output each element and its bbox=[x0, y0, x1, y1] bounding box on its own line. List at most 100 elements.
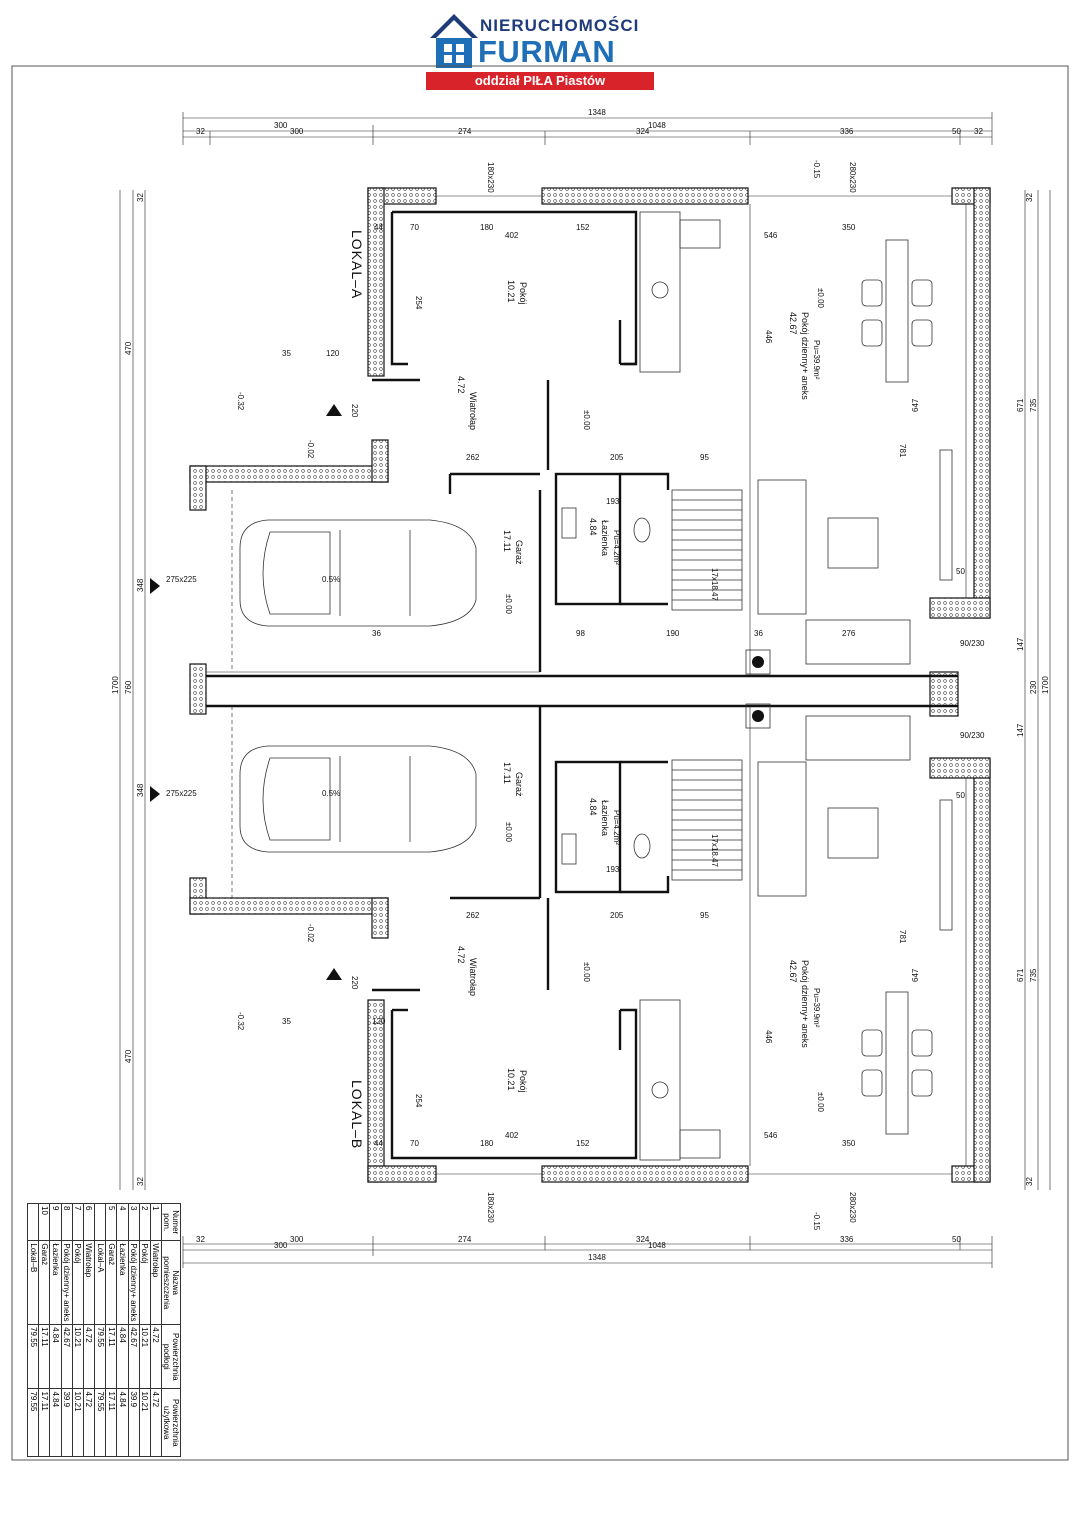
table-cell: 17.11 bbox=[105, 1324, 117, 1389]
room-name: Pokój dzienny+ aneks bbox=[800, 960, 810, 1048]
table-cell: 7 bbox=[72, 1203, 84, 1241]
dim-label: 50 bbox=[956, 567, 965, 576]
table-cell: 4.72 bbox=[150, 1388, 162, 1457]
table-cell: 4.72 bbox=[150, 1324, 162, 1389]
dim-side: 32 bbox=[136, 193, 145, 202]
dim-seg: 324 bbox=[636, 1235, 650, 1244]
dining-table-bottom bbox=[861, 991, 933, 1135]
logo-branch-banner: oddział PIŁA Piastów bbox=[426, 72, 654, 90]
table-cell: 17.11 bbox=[105, 1388, 117, 1457]
interior-dimensions: 402 180 152 546 350 70 44 120 35 36 120 … bbox=[166, 162, 985, 1223]
dim-seg: 336 bbox=[840, 1235, 854, 1244]
room-area: 4.84 bbox=[588, 518, 598, 536]
dim-seg: 274 bbox=[458, 127, 472, 136]
dim-label: 350 bbox=[842, 223, 856, 232]
room-area: 42.67 bbox=[788, 960, 798, 983]
table-cell: 79.55 bbox=[94, 1388, 106, 1457]
dim-side: 470 bbox=[124, 341, 133, 355]
table-cell: Pokój bbox=[139, 1240, 151, 1325]
header-name: Nazwa pomieszczenia bbox=[161, 1240, 181, 1325]
dim-total-side-right: 1700 bbox=[1041, 676, 1050, 694]
dim-seg: 274 bbox=[458, 1235, 472, 1244]
table-cell: Garaż bbox=[38, 1240, 50, 1325]
opening-label: 280x230 bbox=[848, 162, 857, 193]
table-cell: Wiatrołap bbox=[150, 1240, 162, 1325]
table-cell: 42.67 bbox=[128, 1324, 140, 1389]
room-schedule-table: Numer pom. Nazwa pomieszczenia Powierzch… bbox=[27, 1203, 181, 1457]
table-cell: 1 bbox=[150, 1203, 162, 1241]
room-usable: Pu=39.9m² bbox=[812, 988, 821, 1028]
level-label: ±0.00 bbox=[504, 594, 513, 615]
dim-right: 671 bbox=[1016, 398, 1025, 412]
room-area: 17.11 bbox=[502, 530, 512, 552]
dim-label: 350 bbox=[842, 1139, 856, 1148]
dim-seg: 324 bbox=[636, 127, 650, 136]
entrance-arrow-icon bbox=[326, 968, 342, 980]
opening-label: 180x230 bbox=[486, 162, 495, 193]
dim-label: 276 bbox=[842, 629, 856, 638]
room-schedule-table-wrap: Numer pom. Nazwa pomieszczenia Powierzch… bbox=[27, 1203, 181, 1457]
dim-label: 781 bbox=[898, 444, 907, 458]
dim-label: 402 bbox=[505, 231, 519, 240]
dim-right: 32 bbox=[1025, 1177, 1034, 1186]
opening-label: 275x225 bbox=[166, 575, 197, 584]
dim-label: 36 bbox=[372, 629, 381, 638]
table-cell: 6 bbox=[83, 1203, 95, 1241]
interior-walls bbox=[206, 195, 967, 1175]
table-cell: 4.84 bbox=[49, 1388, 62, 1457]
table-cell: Lokal–B bbox=[27, 1240, 39, 1325]
room-name: Garaż bbox=[514, 540, 524, 565]
table-cell: 10.21 bbox=[72, 1388, 84, 1457]
dim-label: 647 bbox=[911, 968, 920, 982]
right-dimension-lines: 1700 735 735 230 671 671 147 147 32 32 bbox=[1016, 190, 1051, 1190]
sofa-top bbox=[757, 449, 953, 665]
dim-seg: 336 bbox=[840, 127, 854, 136]
table-cell: 4.72 bbox=[83, 1388, 95, 1457]
dim-right: 147 bbox=[1016, 723, 1025, 737]
table-cell: Łazienka bbox=[49, 1240, 62, 1325]
room-area: 17.11 bbox=[502, 762, 512, 784]
dim-right-top: 1048 bbox=[648, 121, 666, 130]
room-name: Wiatrołap bbox=[468, 392, 478, 430]
dim-right: 230 bbox=[1029, 680, 1038, 694]
dim-label: 647 bbox=[911, 398, 920, 412]
unit-b-label: LOKAL–B bbox=[349, 1080, 365, 1149]
level-label: ±0.00 bbox=[582, 962, 591, 983]
dim-seg: 50 bbox=[952, 1235, 961, 1244]
dim-label: 262 bbox=[466, 453, 480, 462]
dim-label: 44 bbox=[374, 1139, 383, 1148]
dim-right: 671 bbox=[1016, 968, 1025, 982]
table-cell: 10 bbox=[38, 1203, 50, 1241]
entrance-arrow-icon bbox=[326, 404, 342, 416]
dim-label: 781 bbox=[898, 930, 907, 944]
dim-label: 95 bbox=[700, 453, 709, 462]
opening-label: 275x225 bbox=[166, 789, 197, 798]
dim-label: 205 bbox=[610, 911, 624, 920]
dim-label: 35 bbox=[282, 349, 291, 358]
dim-label: 402 bbox=[505, 1131, 519, 1140]
dim-label: 70 bbox=[410, 223, 419, 232]
dim-right-bottom: 1048 bbox=[648, 1241, 666, 1250]
level-label: ±0.00 bbox=[816, 288, 825, 309]
table-cell: Pokój dzienny+ aneks bbox=[128, 1240, 140, 1325]
sofa-bottom bbox=[757, 715, 953, 931]
dim-label: 180 bbox=[480, 1139, 494, 1148]
boiler-top bbox=[745, 649, 771, 675]
dim-label: 262 bbox=[466, 911, 480, 920]
car-top bbox=[239, 519, 477, 627]
dim-right: 32 bbox=[1025, 193, 1034, 202]
bottom-dimension-lines: 32 300 274 324 336 50 300 1048 1348 bbox=[182, 1235, 993, 1268]
dim-label: 180 bbox=[480, 223, 494, 232]
table-cell: 79.55 bbox=[94, 1324, 106, 1389]
company-logo: NIERUCHOMOŚCI FURMAN oddział PIŁA Piastó… bbox=[426, 8, 656, 90]
table-cell: Pokój dzienny+ aneks bbox=[61, 1240, 73, 1325]
dim-side: 32 bbox=[136, 1177, 145, 1186]
dim-side: 470 bbox=[124, 1049, 133, 1063]
table-cell: 3 bbox=[128, 1203, 140, 1241]
